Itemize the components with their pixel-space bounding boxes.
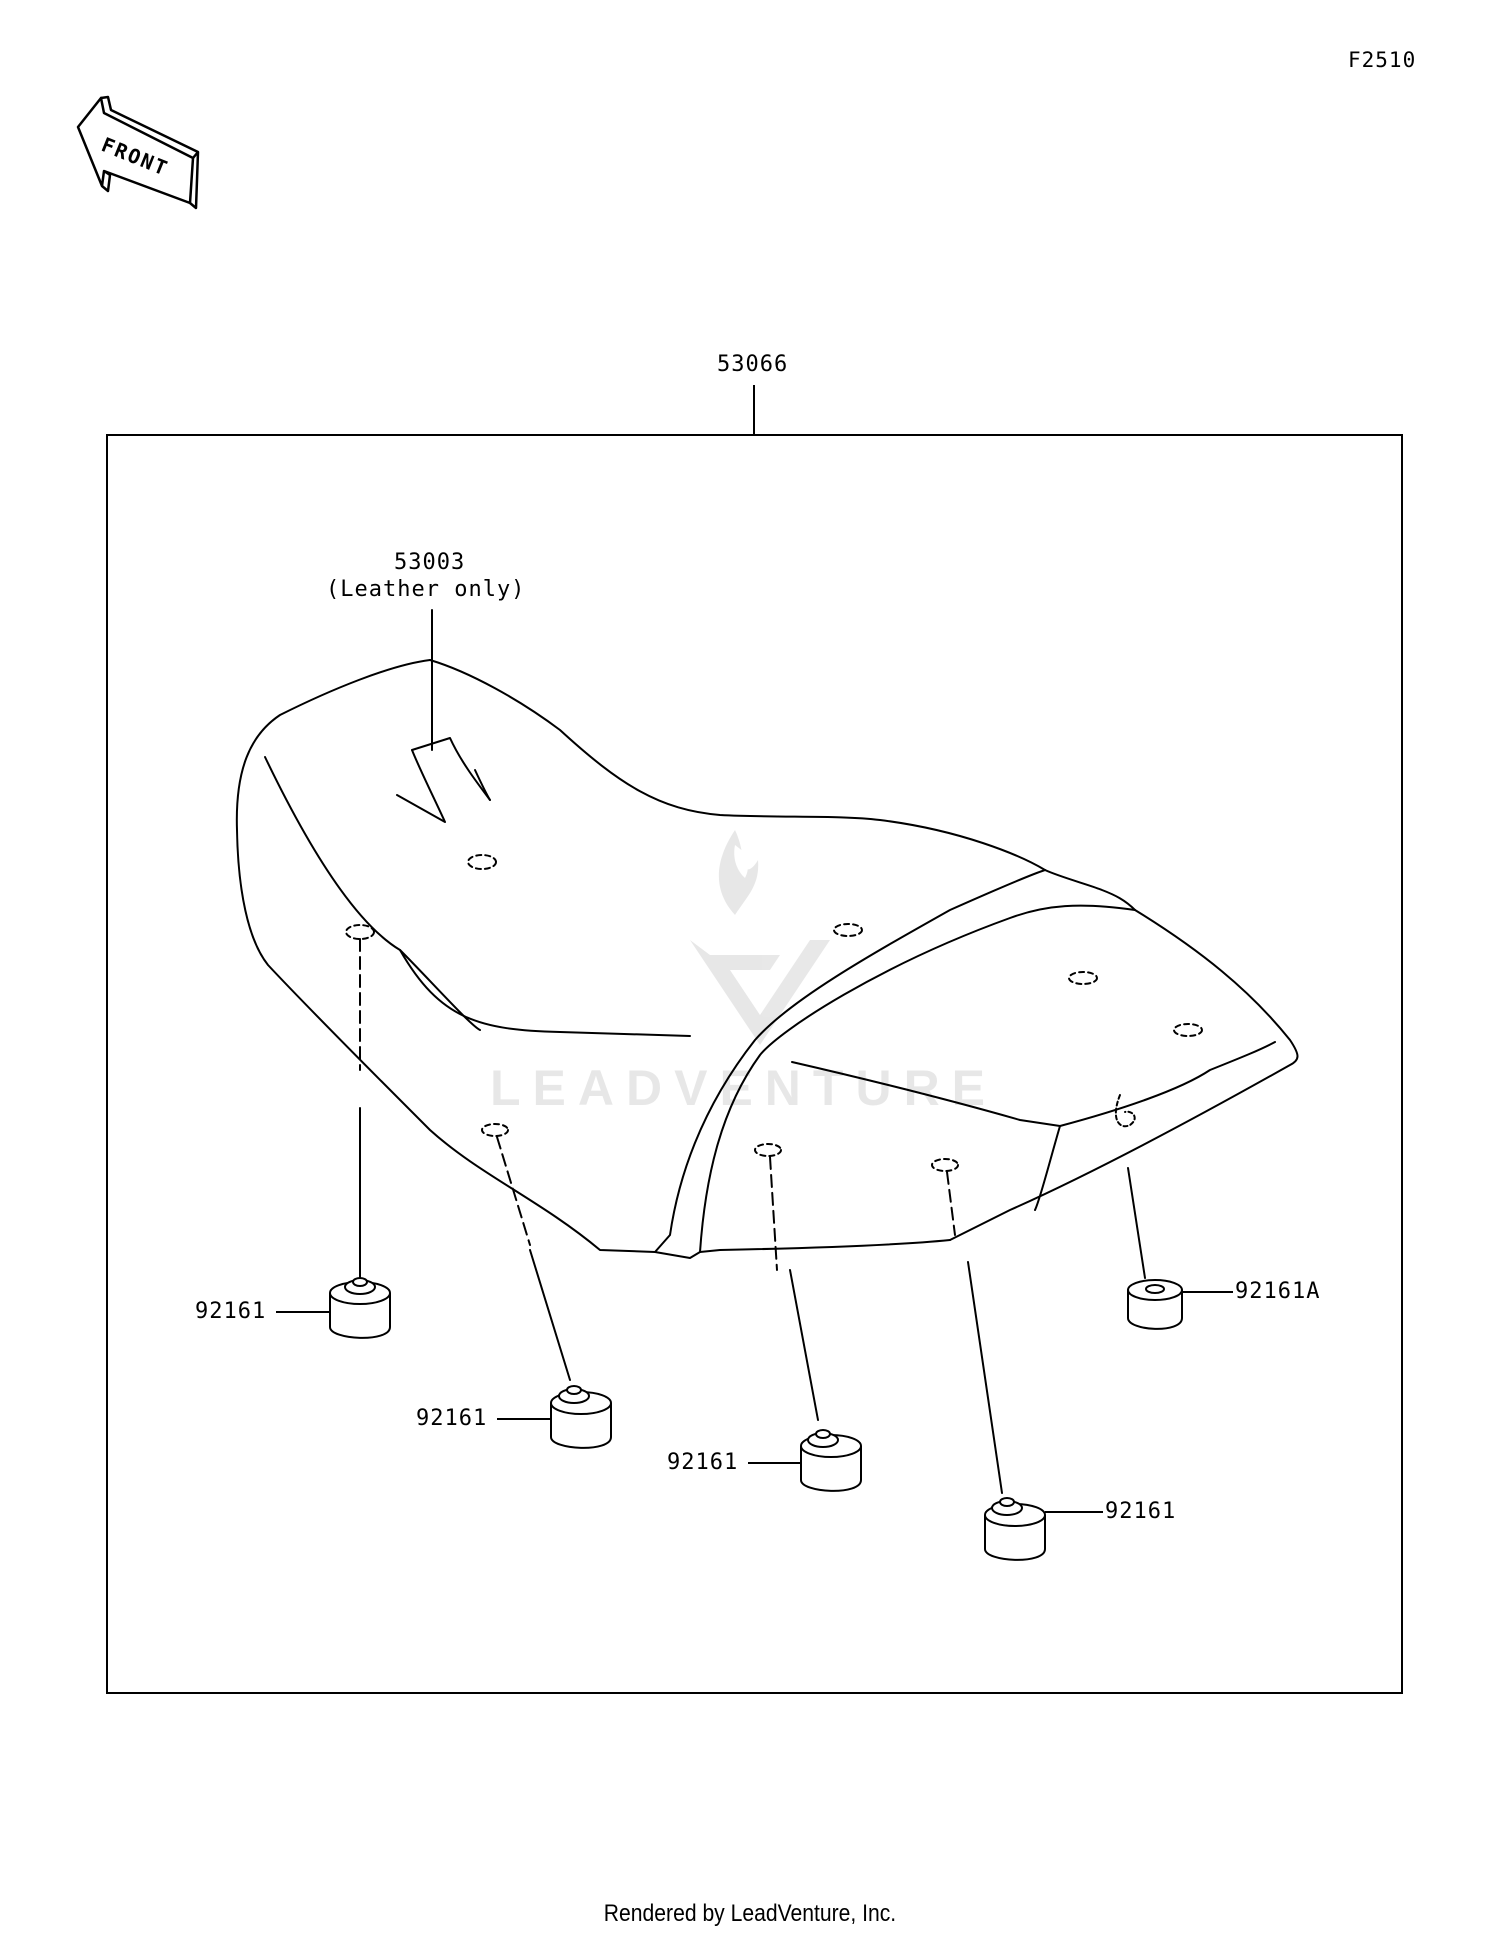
part-label-92161-1[interactable]: 92161 <box>195 1299 267 1324</box>
part-label-53003[interactable]: 53003 <box>394 550 466 575</box>
damper-92161-4-icon <box>984 1497 1046 1561</box>
part-label-92161-2[interactable]: 92161 <box>416 1406 488 1431</box>
damper-92161-3-icon <box>800 1429 862 1492</box>
figure-code: F2510 <box>1348 48 1417 72</box>
part-label-92161-3[interactable]: 92161 <box>667 1450 739 1475</box>
part-note-leather-only: (Leather only) <box>326 577 526 602</box>
footer-credit: Rendered by LeadVenture, Inc. <box>603 1900 897 1927</box>
watermark: LEADVENTURE <box>490 830 997 1116</box>
damper-92161-1-icon <box>329 1277 391 1339</box>
damper-92161a-icon <box>1127 1279 1183 1330</box>
damper-92161-2-icon <box>550 1385 612 1449</box>
seat-illustration <box>235 609 1299 1494</box>
part-label-92161-4[interactable]: 92161 <box>1105 1499 1177 1524</box>
watermark-text: LEADVENTURE <box>490 1060 997 1116</box>
label-leaders <box>276 1291 1233 1513</box>
part-label-92161a[interactable]: 92161A <box>1235 1279 1321 1304</box>
part-label-53066[interactable]: 53066 <box>717 352 789 377</box>
front-arrow-icon: FRONT <box>76 95 200 210</box>
